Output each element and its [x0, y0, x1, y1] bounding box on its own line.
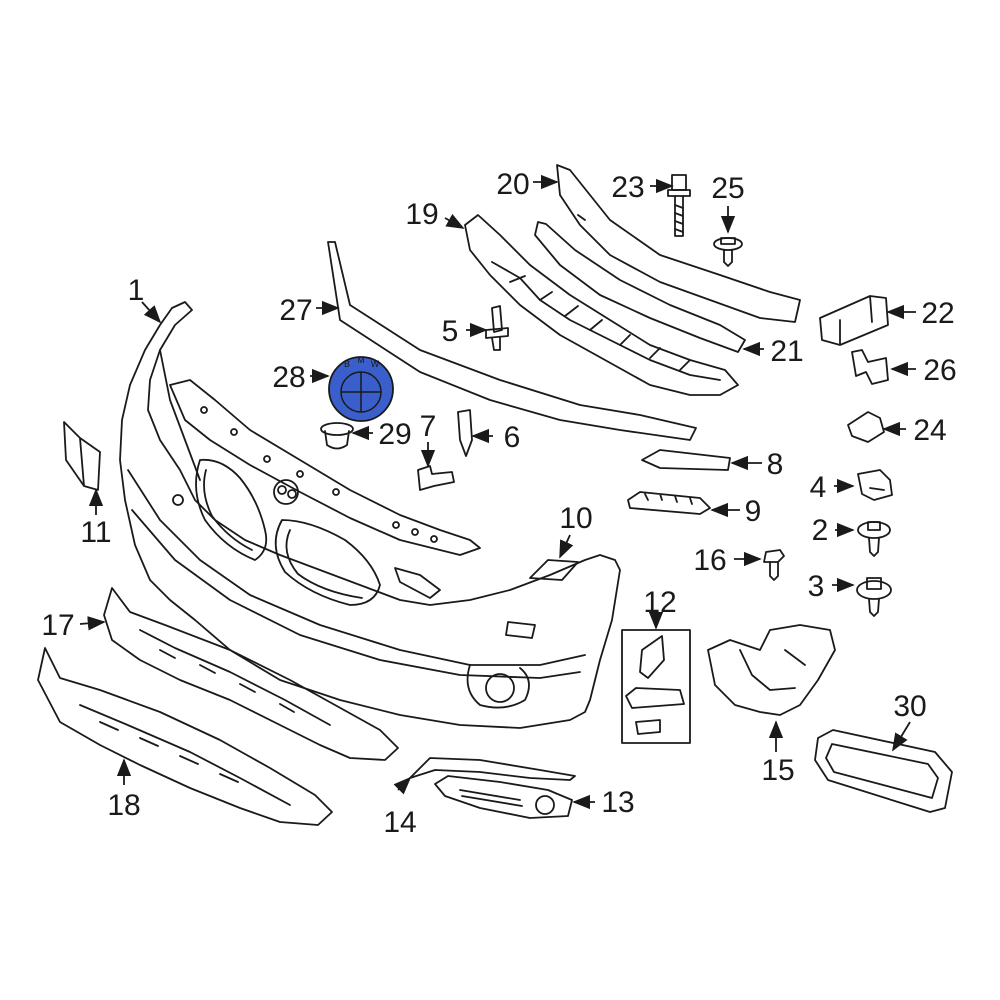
callout-8: 8 [767, 448, 784, 481]
callout-6: 6 [504, 421, 521, 454]
callout-22: 22 [921, 297, 954, 330]
part-10-plate [529, 559, 579, 581]
callout-27: 27 [279, 294, 312, 327]
part-6-clip [457, 409, 473, 457]
emblem-letter-m: M [357, 355, 365, 365]
part-5-screw [485, 305, 509, 351]
bumper-cover [119, 301, 621, 729]
callout-14: 14 [383, 806, 416, 839]
part-18-absorber [37, 647, 333, 826]
part-14-trim [409, 757, 576, 781]
part-12-kit-box [621, 629, 691, 744]
callout-12: 12 [643, 586, 676, 619]
callout-15: 15 [761, 754, 794, 787]
part-25-screw [713, 237, 743, 267]
callout-7: 7 [420, 410, 437, 443]
callout-28: 28 [272, 361, 305, 394]
part-30-frame [814, 729, 953, 813]
part-3-screw [856, 577, 892, 617]
part-26-bracket [851, 349, 889, 385]
callout-2: 2 [812, 514, 829, 547]
part-21-bar [534, 221, 746, 353]
callout-23: 23 [611, 171, 644, 204]
part-23-bolt [667, 174, 691, 237]
callout-11: 11 [80, 516, 111, 549]
part-4-clip [857, 469, 893, 501]
callout-25: 25 [711, 172, 744, 205]
emblem-letter-w: W [371, 359, 380, 369]
part-13-fog-cover [434, 775, 573, 819]
emblem-letter-b: B [344, 359, 350, 369]
callout-26: 26 [923, 354, 956, 387]
part-27-trim-strip [327, 241, 697, 441]
callout-9: 9 [745, 495, 762, 528]
callout-13: 13 [601, 786, 634, 819]
callout-30: 30 [893, 690, 926, 723]
part-22-bracket [819, 295, 889, 346]
callout-1: 1 [128, 274, 145, 307]
callout-19: 19 [405, 198, 438, 231]
callout-3: 3 [808, 570, 825, 603]
callout-17: 17 [41, 609, 74, 642]
leader-arrows [79, 174, 916, 810]
part-20-reinforcement [556, 164, 801, 323]
part-9-strip [627, 491, 711, 515]
part-16-bolt [763, 549, 785, 581]
part-11-bracket [63, 421, 101, 491]
callout-10: 10 [559, 502, 592, 535]
callout-29: 29 [378, 418, 411, 451]
callout-4: 4 [810, 471, 827, 504]
callout-labels: 1 2 3 4 5 6 7 8 9 10 11 12 13 14 15 16 1… [41, 168, 956, 839]
callout-20: 20 [496, 168, 529, 201]
part-8-strip [641, 449, 731, 471]
part-29-grommet [320, 422, 354, 450]
part-24-clip [847, 411, 885, 443]
bmw-emblem-highlighted[interactable]: B M W [328, 355, 394, 422]
callout-5: 5 [442, 315, 459, 348]
callout-16: 16 [693, 544, 726, 577]
callout-24: 24 [913, 414, 946, 447]
part-19-absorber [464, 214, 739, 396]
part-7-bracket [417, 465, 455, 491]
callout-18: 18 [107, 789, 140, 822]
callout-21: 21 [770, 335, 803, 368]
part-15-bracket [707, 624, 836, 716]
part-17-absorber [103, 587, 399, 761]
part-2-screw [857, 521, 891, 557]
